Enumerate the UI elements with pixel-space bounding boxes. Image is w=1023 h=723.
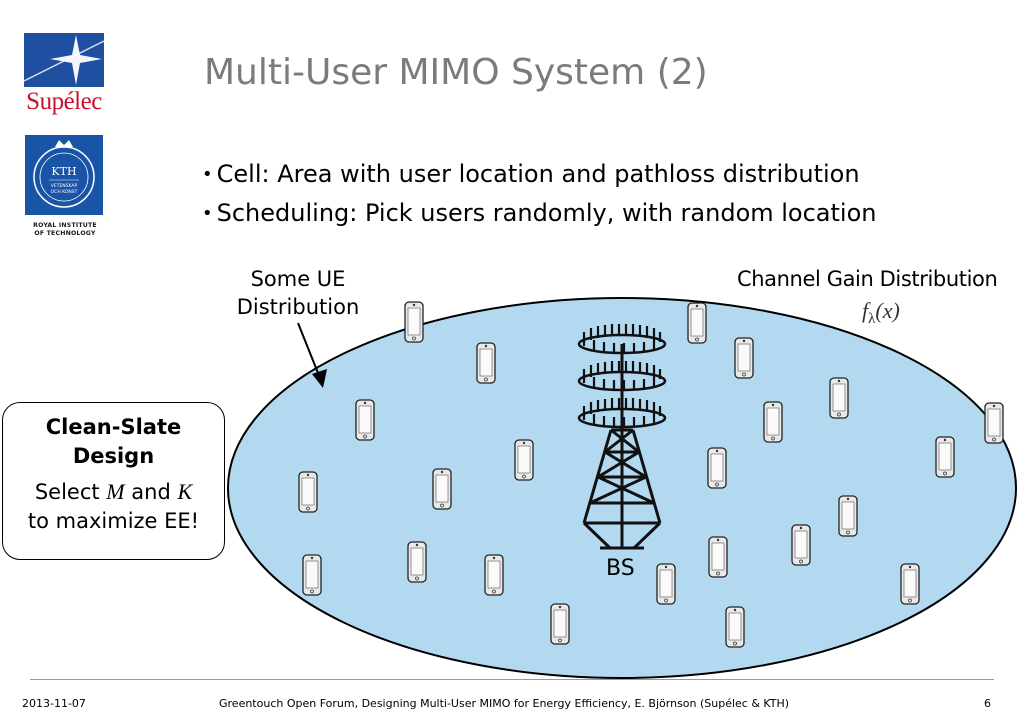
kth-logo: KTH VETENSKAP OCH KONST ROYAL INSTITUTE …	[22, 135, 108, 245]
ue-phone-icon	[708, 536, 728, 578]
footer-divider	[30, 679, 994, 680]
clean-slate-callout: Clean-Slate Design Select M and K to max…	[2, 402, 225, 560]
supelec-logo-text: Supélec	[26, 88, 102, 115]
bullet-list: •Cell: Area with user location and pathl…	[202, 155, 876, 233]
ue-phone-icon	[935, 436, 955, 478]
kth-caption: ROYAL INSTITUTE OF TECHNOLOGY	[33, 222, 97, 237]
ue-phone-icon	[687, 302, 707, 344]
ue-phone-icon	[298, 471, 318, 513]
ue-phone-icon	[984, 402, 1004, 444]
supelec-star-icon	[24, 33, 104, 87]
ue-phone-icon	[550, 603, 570, 645]
bullet-item: •Cell: Area with user location and pathl…	[202, 160, 860, 188]
ue-phone-icon	[791, 524, 811, 566]
bullet-item: •Scheduling: Pick users randomly, with r…	[202, 199, 877, 227]
ue-phone-icon	[707, 447, 727, 489]
footer-title: Greentouch Open Forum, Designing Multi-U…	[219, 697, 790, 710]
base-station-icon	[577, 322, 667, 550]
ue-phone-icon	[514, 439, 534, 481]
ue-phone-icon	[838, 495, 858, 537]
callout-heading: Clean-Slate Design	[45, 415, 182, 468]
ue-phone-icon	[407, 541, 427, 583]
pointer-arrow	[297, 322, 327, 388]
svg-text:OCH KONST: OCH KONST	[51, 189, 78, 195]
ue-phone-icon	[302, 554, 322, 596]
kth-seal-icon: KTH VETENSKAP OCH KONST	[25, 135, 103, 215]
ue-phone-icon	[476, 342, 496, 384]
footer-date: 2013-11-07	[22, 697, 86, 710]
ue-distribution-label: Some UE Distribution	[236, 267, 360, 319]
ue-phone-icon	[432, 468, 452, 510]
slide-title: Multi-User MIMO System (2)	[204, 52, 708, 93]
ue-phone-icon	[734, 337, 754, 379]
ue-phone-icon	[725, 606, 745, 648]
ue-phone-icon	[355, 399, 375, 441]
ue-phone-icon	[656, 563, 676, 605]
callout-body: Select M and K to maximize EE!	[27, 479, 200, 533]
svg-text:KTH: KTH	[51, 165, 76, 178]
ue-phone-icon	[829, 377, 849, 419]
channel-gain-label: Channel Gain Distribution	[737, 267, 998, 291]
supelec-logo: Supélec	[22, 33, 106, 115]
ue-phone-icon	[484, 554, 504, 596]
ue-phone-icon	[763, 401, 783, 443]
gain-distribution-formula: fλ(x)	[862, 298, 900, 327]
svg-text:VETENSKAP: VETENSKAP	[51, 183, 78, 189]
page-number: 6	[984, 697, 991, 710]
ue-phone-icon	[404, 301, 424, 343]
ue-phone-icon	[900, 563, 920, 605]
base-station-label: BS	[606, 556, 635, 581]
